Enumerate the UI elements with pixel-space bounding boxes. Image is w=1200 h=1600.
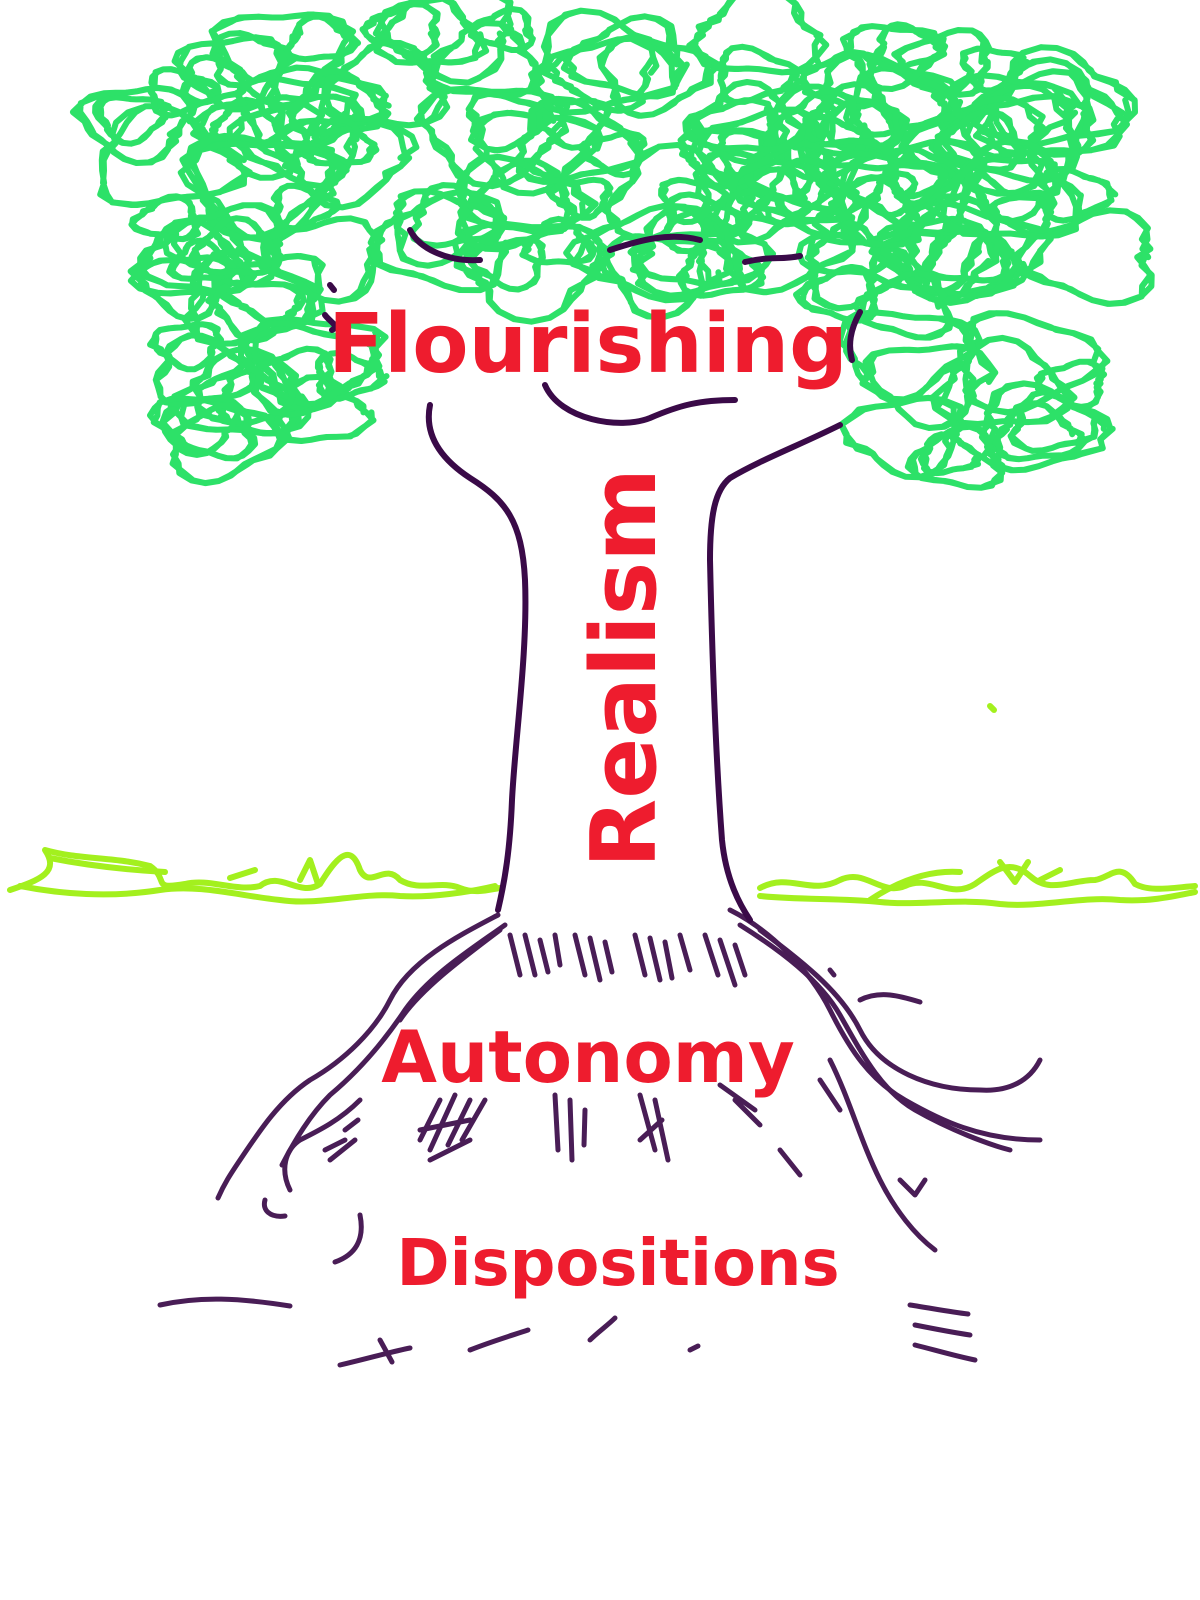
leaf-scribble [147, 395, 244, 458]
tree-roots [157, 907, 1043, 1368]
leaf-scribble [754, 157, 867, 228]
leaf-scribble [166, 237, 237, 282]
leaf-scribble [188, 215, 284, 277]
leaf-scribble [271, 373, 377, 444]
leaf-scribble [97, 103, 253, 208]
label-dispositions: Dispositions [396, 1227, 839, 1301]
leaf-scribble [686, 0, 830, 76]
leaf-scribble [563, 202, 712, 304]
leaf-scribble [147, 66, 222, 119]
leaf-scribble [208, 11, 362, 109]
leaf-scribble [690, 79, 807, 153]
leaf-scribble [528, 7, 690, 116]
label-autonomy: Autonomy [381, 1015, 795, 1099]
leaf-scribble [658, 176, 730, 226]
leaf-scribble [560, 13, 687, 100]
leaf-scribble [978, 380, 1116, 474]
leaf-scribble [248, 345, 337, 408]
tree-canopy [69, 0, 1155, 491]
leaf-scribble [467, 6, 536, 53]
leaf-scribble [318, 39, 451, 129]
leaf-scribble [392, 188, 508, 269]
leaf-scribble [180, 54, 256, 106]
leaf-scribble [634, 203, 776, 299]
leaf-scribble [1007, 389, 1106, 454]
leaf-scribble [839, 23, 949, 92]
leaf-scribble [598, 233, 736, 321]
leaf-scribble [838, 394, 967, 481]
leaf-scribble [987, 189, 1058, 237]
leaf-scribble [171, 34, 289, 113]
leaf-scribble [627, 209, 746, 288]
leaf-scribble [69, 84, 199, 166]
leaf-scribble [924, 137, 1084, 240]
tree-trunk [322, 227, 863, 923]
leaf-scribble [127, 217, 250, 297]
leaf-scribble [959, 310, 1111, 416]
leaf-scribble [128, 193, 202, 243]
leaf-scribble [541, 35, 660, 114]
leaf-scribble [716, 43, 802, 105]
leaf-scribble [836, 309, 983, 403]
label-realism: Realism [572, 468, 677, 868]
leaf-scribble [372, 0, 514, 86]
leaf-scribble [147, 321, 225, 373]
leaf-scribble [367, 188, 510, 294]
leaf-scribble [168, 401, 259, 462]
leaf-scribble [212, 30, 298, 89]
leaf-scribble [770, 83, 911, 183]
leaf-scribble [454, 153, 599, 253]
leaf-scribble [422, 20, 545, 100]
leaf-scribble [852, 269, 955, 341]
leaf-scribble [661, 191, 753, 255]
leaf-scribble [238, 320, 383, 418]
leaf-scribble [301, 116, 380, 167]
label-flourishing: Flourishing [328, 297, 848, 392]
leaf-scribble [181, 248, 326, 347]
ground-line [7, 703, 1198, 908]
leaf-scribble [722, 166, 812, 227]
leaf-scribble [512, 95, 645, 185]
leaf-scribble [860, 343, 999, 431]
leaf-scribble [891, 27, 993, 98]
leaf-scribble [468, 109, 604, 197]
